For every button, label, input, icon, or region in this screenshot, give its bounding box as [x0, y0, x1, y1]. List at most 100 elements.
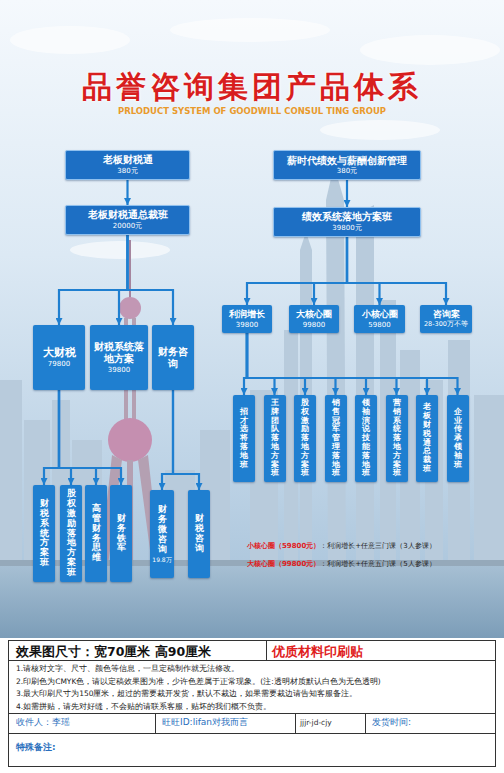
box-title: 股权激励落地方案班 [301, 399, 309, 478]
tree-connector [173, 390, 199, 490]
tree-connector [347, 237, 380, 305]
tree-connector [346, 180, 348, 207]
print-rule: 1.请核对文字、尺寸、颜色等信息，一旦定稿制作就无法修改。 [16, 664, 239, 673]
box-title: 销售冠军管理落地班 [332, 399, 340, 478]
course-box: 财务微咨询 19.8万 [150, 490, 174, 578]
form-value: lifan对我而言 [193, 717, 248, 728]
tree-connector [247, 333, 427, 395]
skyline-shape [360, 35, 500, 65]
material-note: 优质材料印刷贴 [272, 644, 363, 659]
course-box: 招才选将落地班 [233, 395, 255, 482]
box-title: 利润增长 [229, 309, 265, 320]
box-title: 财务咨询 [155, 346, 191, 370]
poster-title: 品誉咨询集团产品体系 [0, 70, 504, 103]
box-title: 财税系统落地方案 [93, 341, 145, 365]
form-value: 李瑶 [52, 717, 70, 728]
print-rule: 4.如需拼贴，请先对好缝，不会贴的请联系客服，贴坏的我们概不负责。 [16, 702, 271, 711]
box-title: 绩效系统落地方案班 [302, 211, 392, 223]
tree-connector [128, 235, 174, 325]
course-box: 股权激励落地方案班 [294, 395, 316, 482]
package-note: 大核心圈（99800元） [247, 560, 320, 568]
course-box: 销售冠军管理落地班 [325, 395, 347, 482]
clouds [10, 18, 500, 259]
box-title: 领袖演说技能落地班 [362, 399, 370, 478]
price-text: 39800 [108, 366, 130, 374]
product-box: 财税系统落地方案39800 [90, 325, 148, 390]
price-text: 380元 [117, 167, 137, 175]
tree-connector [247, 333, 305, 395]
course-box: 企业传承领袖班 [447, 395, 469, 482]
box-title: 大核心圈 [296, 309, 332, 320]
package-note: 小核心圈（59800元） [247, 542, 320, 550]
tree-connector [59, 390, 121, 485]
skyline-shape [474, 395, 504, 565]
course-box: 营销系统落地方案班 [386, 395, 408, 482]
product-box: 绩效系统落地方案班39800元 [273, 207, 421, 237]
box-title: 财税系统方案班 [40, 499, 49, 568]
price-text: 59800 [368, 321, 390, 329]
product-box: 老板财税通380元 [65, 150, 190, 180]
skyline-shape [365, 713, 366, 733]
tree-connector [126, 180, 128, 205]
tree-connector [247, 333, 275, 395]
box-title: 小核心圈 [362, 309, 398, 320]
price-text: 380元 [337, 167, 357, 175]
product-box: 咨询案28-300万不等 [420, 305, 472, 333]
price-text: 79800 [48, 360, 70, 368]
skyline-shape [266, 640, 267, 660]
course-box: 老板财税通总裁班 [416, 395, 438, 482]
tree-connector [162, 390, 173, 490]
product-box: 利润增长39800 [222, 305, 272, 333]
sky [0, 0, 504, 638]
skyline-shape [10, 26, 130, 54]
price-text: 20000元 [113, 222, 142, 230]
box-title: 股权激励落地方案班 [67, 489, 76, 578]
box-title: 财务微咨询 [158, 505, 167, 554]
box-title: 企业传承领袖班 [454, 408, 462, 470]
skyline-shape [70, 241, 170, 259]
form-ground [0, 638, 504, 773]
product-box: 大财税79800 [33, 325, 85, 390]
skyline-shape [8, 660, 496, 661]
box-title: 老板财税通总裁班 [88, 209, 168, 221]
skyline-shape [170, 18, 330, 42]
skyline-shape [8, 713, 496, 714]
product-box: 小核心圈59800 [354, 305, 405, 333]
tree-connector [247, 333, 366, 395]
price-text: 99800 [303, 321, 325, 329]
print-rule: 3.最大印刷尺寸为150厘米，超过的需要裁开发货，默认不裁边，如果需要裁边请告知… [16, 689, 357, 698]
package-note: ：利润增长+任意三门课（3人参课） [320, 542, 435, 550]
skyline-shape [108, 418, 152, 462]
tree-connector [44, 390, 59, 485]
box-title: 王牌团队落地方案班 [271, 399, 279, 478]
tree-connector [347, 237, 446, 305]
tree-connector [247, 237, 347, 305]
box-title: 高管财务思维 [92, 504, 101, 563]
course-box: 财税咨询 [188, 490, 210, 578]
package-note: ：利润增长+任意五门课（5人参课） [320, 560, 435, 568]
form-field: 特殊备注: [16, 742, 56, 753]
size-note: 效果图尺寸：宽70厘米 高90厘米 [16, 644, 211, 659]
tree-connector [59, 235, 128, 325]
skyline-shape [0, 380, 22, 565]
box-title: 咨询案 [433, 309, 460, 320]
tree-connector [247, 333, 336, 395]
skyline-shape [295, 713, 296, 733]
course-box: 财税系统方案班 [33, 485, 55, 582]
skyline-shape [9, 641, 496, 767]
product-box: 老板财税通总裁班20000元 [65, 205, 190, 235]
tree-connector [59, 390, 71, 485]
tree-connector [247, 333, 397, 395]
product-box: 薪时代绩效与薪酬创新管理380元 [273, 150, 421, 180]
box-title: 大财税 [43, 346, 76, 359]
course-box: 领袖演说技能落地班 [355, 395, 377, 482]
box-title: 招才选将落地班 [240, 408, 248, 470]
price-text: 19.8万 [152, 556, 171, 563]
skyline-shape [8, 733, 496, 734]
product-box: 财务咨询 [152, 325, 194, 390]
box-title: 财务铁军 [117, 514, 126, 554]
box-title: 财税咨询 [195, 514, 204, 554]
box-title: 老板财税通总裁班 [423, 403, 431, 473]
tree-connector [247, 333, 458, 395]
